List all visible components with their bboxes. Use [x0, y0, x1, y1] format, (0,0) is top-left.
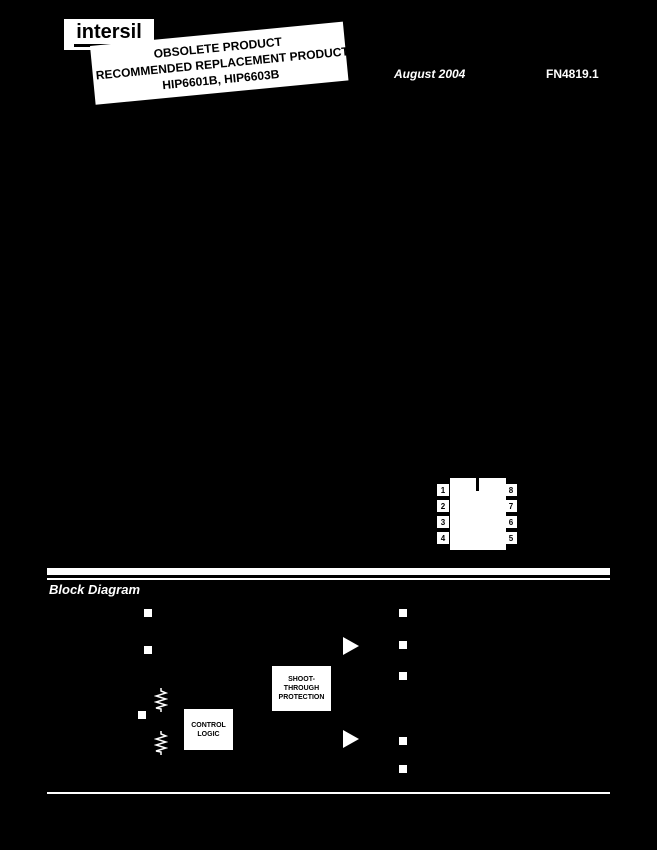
pin-number-8: 8	[505, 484, 517, 496]
driver-buffer-icon	[343, 637, 359, 655]
terminal-pad-icon	[399, 737, 407, 745]
terminal-pad-icon	[144, 646, 152, 654]
chip-notch-icon	[476, 478, 479, 491]
terminal-pad-icon	[144, 609, 152, 617]
publication-date: August 2004	[394, 67, 466, 81]
pin-number-4: 4	[437, 532, 449, 544]
pin-number-7: 7	[505, 500, 517, 512]
terminal-pad-icon	[399, 609, 407, 617]
terminal-pad-icon	[399, 641, 407, 649]
section-rule-thick	[47, 568, 610, 575]
resistor-icon	[154, 688, 168, 712]
resistor-icon	[154, 731, 168, 755]
pin-number-6: 6	[505, 516, 517, 528]
control-logic-label-line1: CONTROL	[191, 721, 226, 729]
terminal-pad-icon	[138, 711, 146, 719]
footer-rule	[47, 792, 610, 794]
shoot-through-protection-block: SHOOT- THROUGH PROTECTION	[272, 666, 331, 711]
control-logic-label-line2: LOGIC	[197, 730, 220, 738]
terminal-pad-icon	[399, 765, 407, 773]
pin-number-1: 1	[437, 484, 449, 496]
control-logic-block: CONTROL LOGIC	[184, 709, 233, 750]
document-number: FN4819.1	[546, 67, 599, 81]
terminal-pad-icon	[399, 672, 407, 680]
shoot-through-label-line3: PROTECTION	[278, 694, 325, 701]
chip-package-body	[450, 478, 506, 550]
section-title-block-diagram: Block Diagram	[49, 582, 141, 597]
shoot-through-label-line2: THROUGH	[283, 685, 320, 692]
driver-buffer-icon	[343, 730, 359, 748]
section-rule-thin	[47, 578, 610, 580]
pin-number-3: 3	[437, 516, 449, 528]
pin-number-5: 5	[505, 532, 517, 544]
pin-number-2: 2	[437, 500, 449, 512]
shoot-through-label-line1: SHOOT-	[288, 676, 315, 683]
